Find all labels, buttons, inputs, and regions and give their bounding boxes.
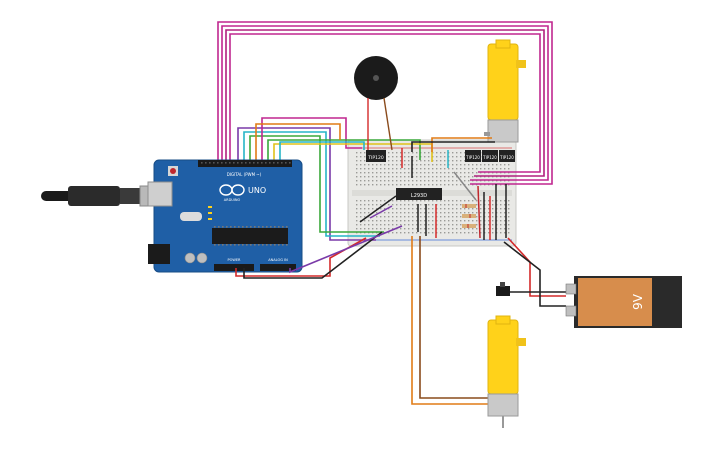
buzzer bbox=[354, 56, 398, 151]
l293d-driver: L293D bbox=[396, 188, 442, 200]
tip120-right-3: TIP120 bbox=[499, 150, 515, 162]
resistors bbox=[462, 204, 476, 228]
svg-text:POWER: POWER bbox=[228, 258, 242, 262]
arduino-uno-board: DIGITAL (PWM ~) UNO ARDUINO POWER ANALOG… bbox=[147, 159, 303, 273]
dc-motor-bottom bbox=[411, 236, 526, 428]
breadboard-jumpers bbox=[359, 148, 507, 240]
svg-text:TIP120: TIP120 bbox=[482, 155, 497, 160]
battery-9v: 9V bbox=[565, 276, 682, 328]
battery-wires bbox=[503, 237, 566, 307]
dc-motor-top bbox=[411, 39, 526, 152]
tip120-left: TIP120 bbox=[366, 150, 386, 162]
svg-text:TIP120: TIP120 bbox=[499, 155, 514, 160]
tip120-right-1: TIP120 bbox=[465, 150, 481, 162]
svg-text:ARDUINO: ARDUINO bbox=[224, 198, 241, 202]
svg-text:DIGITAL (PWM ~): DIGITAL (PWM ~) bbox=[227, 172, 262, 177]
slide-switch bbox=[496, 282, 510, 296]
svg-text:TIP120: TIP120 bbox=[465, 155, 480, 160]
svg-text:9V: 9V bbox=[631, 293, 645, 310]
svg-text:UNO: UNO bbox=[248, 186, 266, 195]
signal-wires bbox=[237, 117, 433, 241]
magenta-wires bbox=[217, 21, 553, 185]
power-wires bbox=[235, 225, 403, 279]
arduino-logo-icon bbox=[219, 184, 245, 196]
svg-text:TIP120: TIP120 bbox=[367, 155, 384, 161]
svg-text:L293D: L293D bbox=[411, 193, 427, 199]
svg-text:ANALOG IN: ANALOG IN bbox=[268, 258, 288, 262]
tip120-right-2: TIP120 bbox=[482, 150, 498, 162]
